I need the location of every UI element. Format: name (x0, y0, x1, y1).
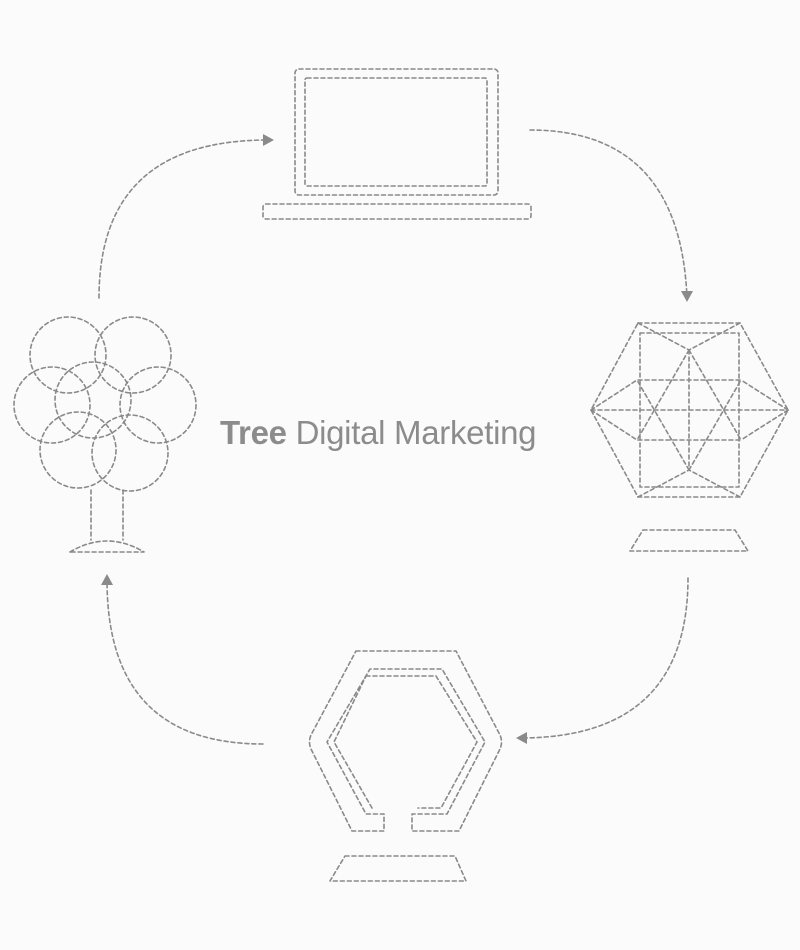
brand-name: Tree (220, 414, 287, 451)
arrowhead-down-right (681, 291, 693, 302)
arrowhead-left-bottom (516, 732, 527, 744)
arrowhead-right-top (263, 134, 274, 146)
title-rest: Digital Marketing (295, 414, 537, 451)
geodesic-sphere-icon (590, 322, 789, 552)
arrow-mirror-to-tree (106, 579, 264, 745)
arrowhead-up-left (101, 574, 113, 585)
laptop-icon (262, 68, 532, 220)
arrow-laptop-to-sphere (529, 129, 688, 299)
flower-tree-icon (13, 316, 197, 553)
arrow-sphere-to-mirror (521, 577, 689, 739)
center-title: Tree Digital Marketing (220, 414, 537, 452)
hexagon-mirror-icon (308, 650, 503, 882)
arrow-tree-to-laptop (98, 139, 269, 299)
cycle-arrows (98, 129, 693, 745)
